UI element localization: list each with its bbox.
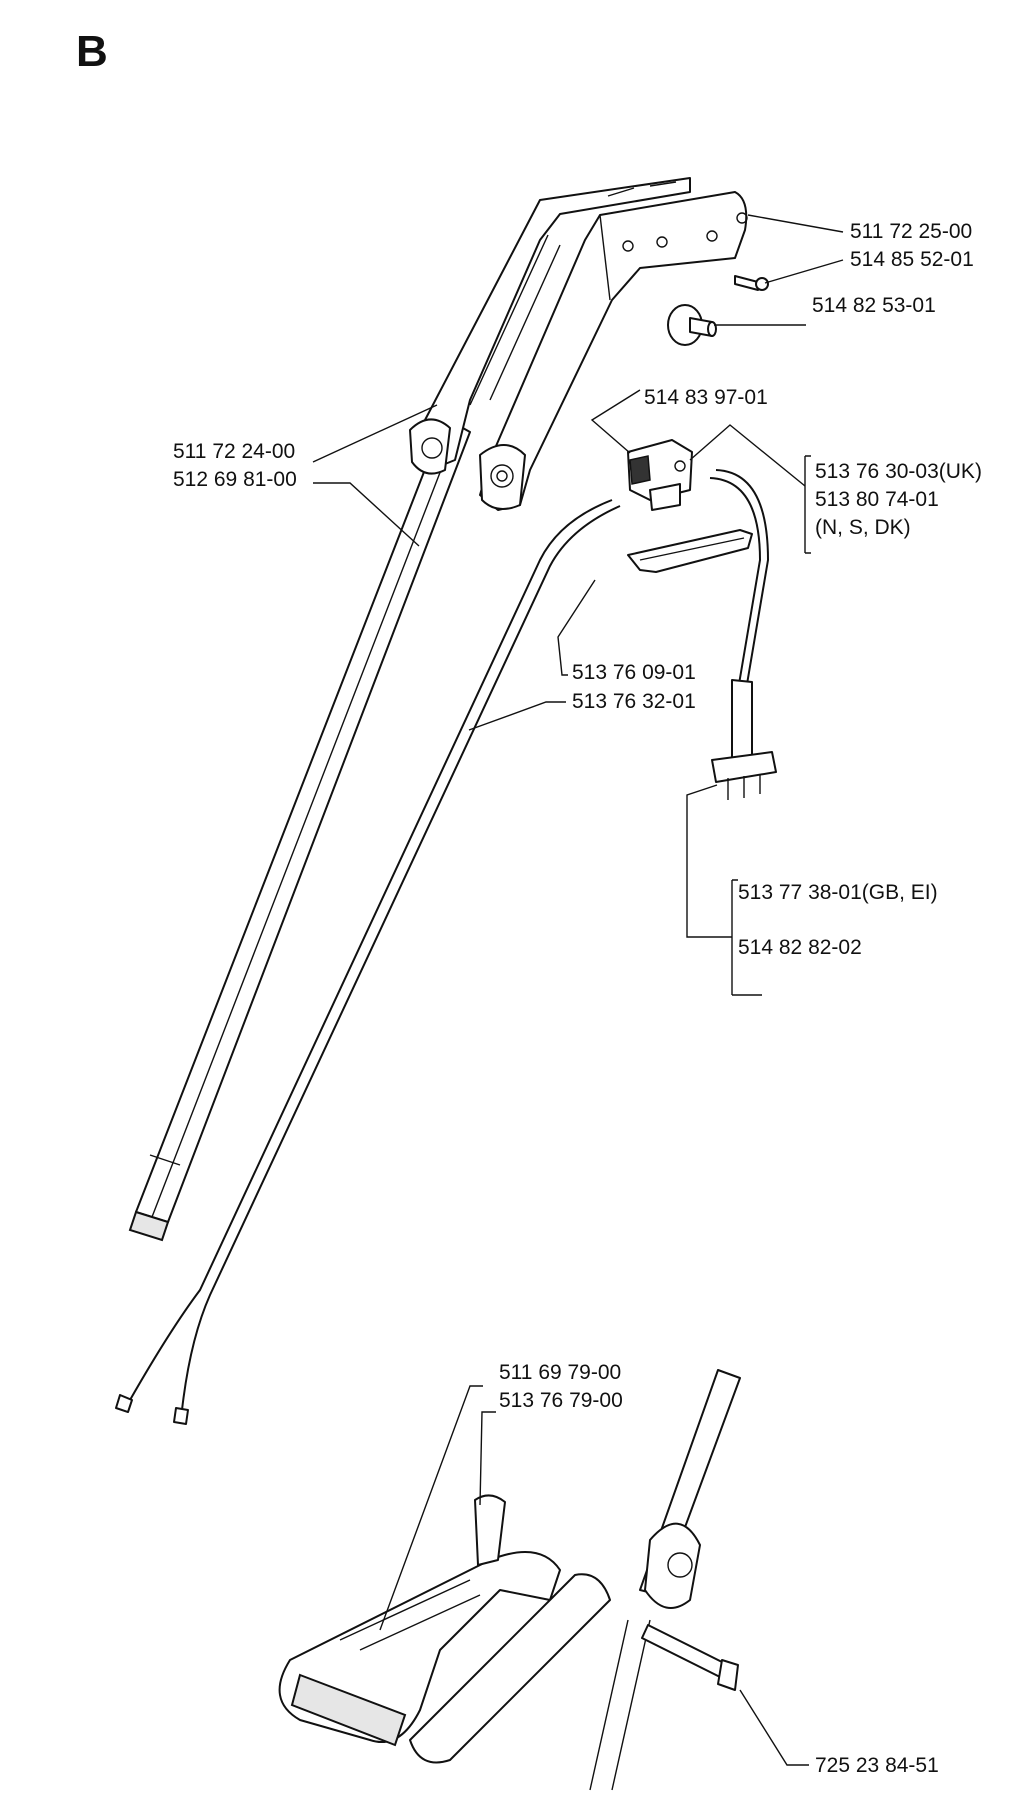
cable-end-2	[173, 1407, 189, 1425]
loop-handle-assembly	[278, 1369, 741, 1791]
loop-handle-arm	[409, 1573, 611, 1764]
switch-cover	[627, 529, 753, 573]
switch	[627, 439, 693, 511]
label-513-76-79-00: 513 76 79-00	[499, 1389, 623, 1412]
cord-strain-relief	[731, 679, 753, 761]
label-512-69-81-00: 512 69 81-00	[173, 468, 297, 491]
label-725-23-84-51: 725 23 84-51	[815, 1754, 939, 1777]
leader-lines	[312, 214, 844, 1766]
handle-hinge-right	[479, 444, 526, 510]
label-511-69-79-00: 511 69 79-00	[499, 1361, 621, 1384]
label-514-82-53-01: 514 82 53-01	[812, 294, 936, 317]
part-labels: 511 72 25-00 514 85 52-01 514 82 53-01 5…	[173, 220, 982, 1777]
screw-small	[734, 275, 769, 291]
mains-cord	[709, 469, 777, 800]
label-514-85-52-01: 514 85 52-01	[850, 248, 974, 271]
internal-cable	[115, 499, 621, 1425]
label-513-77-38-01-gb-ei: 513 77 38-01(GB, EI)	[738, 881, 938, 904]
knob	[667, 304, 717, 346]
handle-hinge-left	[409, 418, 451, 475]
bolt-shank	[641, 1624, 729, 1679]
shaft-tube-end	[128, 1210, 170, 1242]
section-letter: B	[76, 27, 108, 76]
label-513-76-32-01: 513 76 32-01	[572, 690, 696, 713]
label-513-76-09-01: 513 76 09-01	[572, 661, 696, 684]
shaft-clamp	[644, 1522, 701, 1609]
label-511-72-24-00: 511 72 24-00	[173, 440, 295, 463]
loop-grip-knob	[474, 1494, 506, 1566]
label-514-83-97-01: 514 83 97-01	[644, 386, 768, 409]
handle-shaft-assembly	[128, 177, 748, 1242]
label-513-80-74-01: 513 80 74-01	[815, 488, 939, 511]
label-513-76-30-03-uk: 513 76 30-03(UK)	[815, 460, 982, 483]
label-514-82-82-02: 514 82 82-02	[738, 936, 862, 959]
bolt-head	[717, 1659, 739, 1691]
loop-handle-grip	[290, 1673, 407, 1747]
label-n-s-dk: (N, S, DK)	[815, 516, 911, 539]
label-511-72-25-00: 511 72 25-00	[850, 220, 972, 243]
cable-end-1	[115, 1394, 133, 1413]
